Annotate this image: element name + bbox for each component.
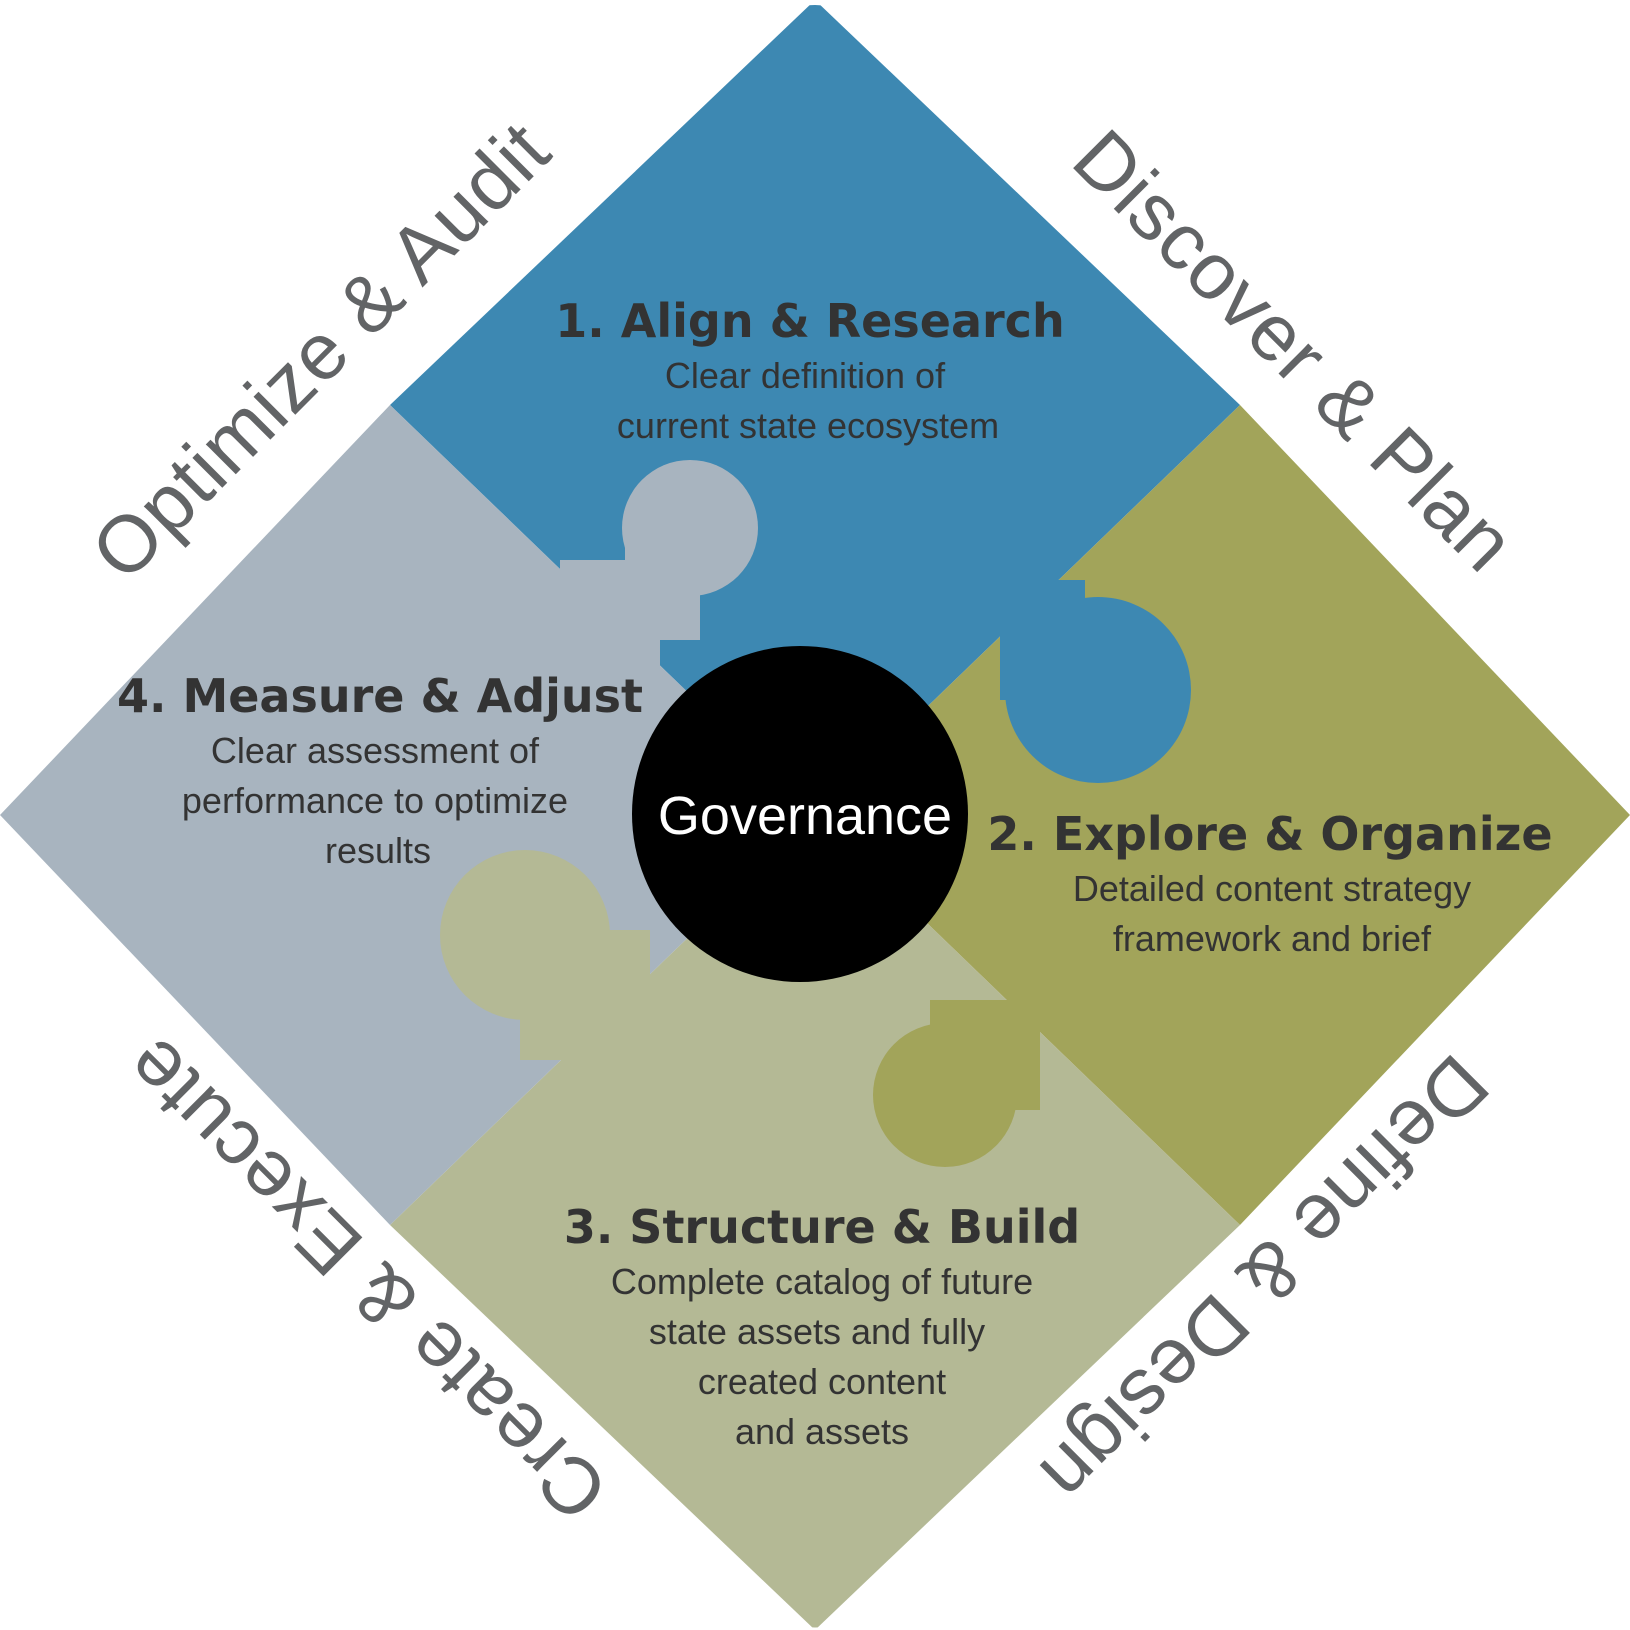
phase-description-line: Clear assessment of [211,730,540,771]
puzzle-piece-structure-build [390,815,1240,1628]
puzzle-piece-align-research [390,5,1240,815]
phase-align-research: 1. Align & Research Clear definition of … [555,294,1064,446]
phase-description-line: Clear definition of [665,355,946,396]
phase-description-line: Complete catalog of future [611,1261,1033,1302]
governance-hub [632,646,968,982]
phase-title: 1. Align & Research [555,294,1064,348]
phase-structure-build: 3. Structure & Build Complete catalog of… [564,1200,1080,1452]
phase-description-line: created content [698,1361,946,1402]
phase-title: 4. Measure & Adjust [117,669,643,723]
phase-explore-organize: 2. Explore & Organize Detailed content s… [987,807,1552,959]
puzzle-tab-structure-into-measure [440,850,650,1060]
puzzle-tab-explore-into-structure [873,1000,1040,1167]
puzzle-piece-measure-adjust [0,405,815,1225]
puzzle-tab-measure-edge [560,560,660,680]
governance-label: Governance [658,786,952,846]
phase-description-line: state assets and fully [649,1311,985,1352]
phase-description-line: results [325,830,431,871]
phase-title: 3. Structure & Build [564,1200,1080,1254]
phase-description-line: framework and brief [1113,918,1432,959]
puzzle-piece-explore-organize [815,405,1630,1225]
phase-description-line: and assets [735,1411,909,1452]
phase-title: 2. Explore & Organize [987,807,1552,861]
phase-description-line: current state ecosystem [617,405,999,446]
phase-description-line: performance to optimize [182,780,568,821]
puzzle-tab-align-into-explore [1000,580,1191,783]
phase-description-line: Detailed content strategy [1073,868,1471,909]
phase-measure-adjust: 4. Measure & Adjust Clear assessment of … [117,669,643,871]
